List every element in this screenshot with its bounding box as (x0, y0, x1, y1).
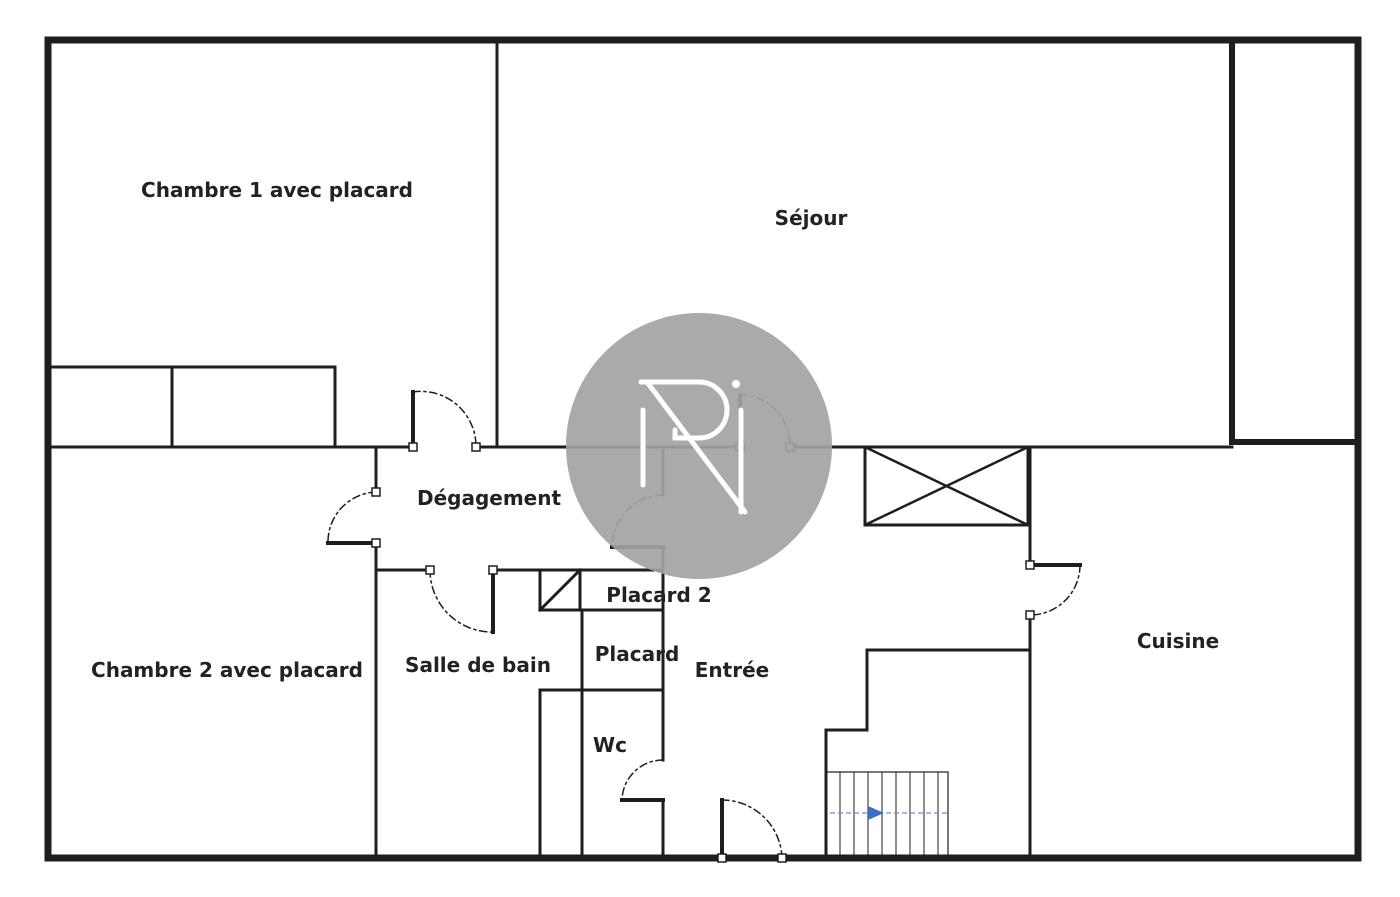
room-label-chambre2: Chambre 2 avec placard (91, 658, 363, 682)
room-label-sejour: Séjour (774, 206, 848, 230)
room-label-chambre1: Chambre 1 avec placard (141, 178, 413, 202)
room-label-wc: Wc (593, 733, 627, 757)
room-label-cuisine: Cuisine (1136, 629, 1220, 653)
stair-arrow-icon (868, 806, 884, 820)
strip-wall (1229, 37, 1361, 445)
wall-stair-step (824, 648, 1032, 860)
closet-chambre1 (50, 365, 337, 449)
room-label-degagement: Dégagement (416, 486, 562, 510)
duct-box (863, 445, 1030, 527)
watermark-circle (566, 313, 832, 579)
placard-boxes (537, 567, 665, 860)
outer-wall (44, 36, 1362, 862)
room-label-placard: Placard (594, 642, 680, 666)
duct-cross (863, 445, 1030, 527)
watermark-logo (638, 379, 748, 515)
room-label-placard2: Placard 2 (606, 583, 712, 607)
room-label-salle-de-bain: Salle de bain (405, 653, 551, 677)
stairs (825, 771, 949, 859)
room-label-entree: Entrée (694, 658, 770, 682)
stair-steps (839, 771, 939, 859)
